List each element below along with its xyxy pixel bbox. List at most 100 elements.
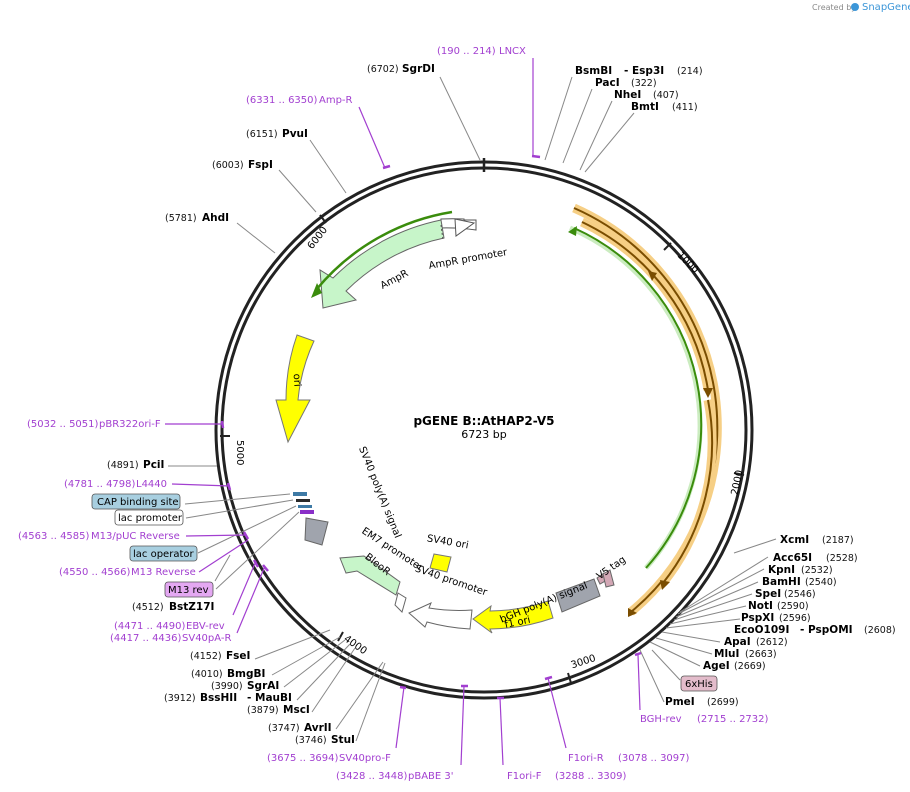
orf-c-head	[648, 271, 657, 281]
primer-ampr[interactable]: Amp-R	[319, 95, 353, 106]
enz-pos-psppomi: (2608)	[864, 625, 896, 636]
enz-ecoo109i[interactable]: EcoO109I	[734, 624, 789, 636]
primer-range-bghrev: (2715 .. 2732)	[697, 714, 769, 725]
orf-b-line[interactable]	[662, 399, 714, 584]
enz-bmti[interactable]: BmtI	[631, 101, 659, 113]
sv40-polya-label: SV40 poly(A) signal	[356, 445, 403, 540]
his-tag-label: 6xHis	[685, 679, 713, 690]
enz-paci[interactable]: PacI	[595, 77, 620, 89]
boxed-feature-labels: CAP binding site lac promoter lac operat…	[91, 493, 718, 692]
primer-ebv[interactable]: EBV-rev	[186, 621, 225, 632]
enz-ahdi[interactable]: AhdI	[202, 212, 229, 224]
primer-pbr322[interactable]: pBR322ori-F	[99, 419, 161, 430]
credit-text: Created by	[812, 3, 856, 12]
enz-acc65i[interactable]: Acc65I	[773, 552, 812, 564]
green-orf-head	[568, 226, 577, 236]
his-tag-leader	[651, 649, 681, 681]
ori-arrow[interactable]	[275, 334, 315, 444]
primer-m13rev[interactable]: M13 Reverse	[131, 567, 196, 578]
primer-lncx[interactable]: LNCX	[499, 46, 526, 57]
enz-bstz17i[interactable]: BstZ17I	[169, 601, 214, 613]
enz-pspxi[interactable]: PspXI	[741, 612, 774, 624]
tick-3000-mark	[567, 672, 572, 684]
enz-fspi[interactable]: FspI	[248, 159, 273, 171]
enz-nhei[interactable]: NheI	[614, 89, 641, 101]
orf-a-head	[703, 388, 713, 398]
enz-stui[interactable]: StuI	[331, 734, 355, 746]
primer-sv40pro[interactable]: SV40pro-F	[339, 753, 391, 764]
primer-range-l4440: (4781 .. 4798)	[64, 479, 136, 490]
lac-promoter-box[interactable]	[114, 509, 184, 526]
his-tag-box[interactable]	[680, 675, 718, 692]
lac-operator-box[interactable]	[129, 545, 198, 562]
primer-range-ebv: (4471 .. 4490)	[114, 621, 186, 632]
enz-xcmi[interactable]: XcmI	[780, 534, 809, 546]
ampr-divider	[440, 224, 444, 241]
tick-1000-mark	[663, 242, 672, 251]
enz-msci[interactable]: MscI	[283, 704, 310, 716]
em7-promoter-arrow[interactable]	[394, 592, 407, 613]
enz-pos-paci: (322)	[631, 78, 657, 89]
primer-f1orif[interactable]: F1ori-F	[507, 771, 542, 782]
cap-site-box[interactable]	[91, 493, 181, 510]
primer-f1orir[interactable]: F1ori-R	[568, 753, 604, 764]
bgh-polya-box[interactable]	[555, 578, 601, 613]
lac-promoter-mark	[296, 499, 310, 502]
enz-pos-sgrai: (3990)	[211, 681, 243, 692]
snapgene-logo-icon	[851, 3, 859, 11]
ampr-arrow[interactable]	[319, 219, 445, 309]
sv40-ori-box[interactable]	[429, 553, 452, 573]
green-orf-line[interactable]	[573, 227, 703, 569]
enz-maubi[interactable]: - MauBI	[247, 692, 292, 704]
primer-sv40pa[interactable]: SV40pA-R	[182, 633, 231, 644]
f1-ori-arrow[interactable]	[472, 600, 554, 634]
enz-pos-noti: (2590)	[777, 601, 809, 612]
bleor-arrow[interactable]	[339, 555, 401, 596]
primer-bghrev[interactable]: BGH-rev	[640, 714, 682, 725]
enz-avrii[interactable]: AvrII	[304, 722, 332, 734]
m13-rev-box[interactable]	[164, 581, 214, 598]
enz-pos-pspxi: (2596)	[779, 613, 811, 624]
enz-pos-msci: (3879)	[247, 705, 279, 716]
enz-spei[interactable]: SpeI	[755, 588, 781, 600]
sv40-polya-box[interactable]	[304, 517, 329, 546]
enz-bsshii[interactable]: BssHII	[200, 692, 237, 704]
tick-4000-mark	[337, 631, 344, 642]
orf-a-line[interactable]	[581, 221, 709, 391]
enz-kpni[interactable]: KpnI	[768, 564, 795, 576]
backbone	[214, 158, 754, 700]
enz-noti[interactable]: NotI	[748, 600, 773, 612]
sv40-promoter-label: SV40 promoter	[413, 563, 489, 598]
enz-esp3i[interactable]: - Esp3I	[624, 65, 664, 77]
plasmid-name: pGENE B::AtHAP2-V5	[413, 414, 554, 428]
enz-pos-kpni: (2532)	[801, 565, 833, 576]
sv40-promoter-arrow[interactable]	[408, 602, 473, 630]
enz-bamhi[interactable]: BamHI	[762, 576, 801, 588]
enz-bmgbi[interactable]: BmgBI	[227, 668, 265, 680]
primer-range-lncx: (190 .. 214)	[437, 46, 496, 57]
ori-label: ori	[291, 373, 303, 387]
enz-psppomi[interactable]: - PspOMI	[800, 624, 853, 636]
enz-pos-bmti: (411)	[672, 102, 698, 113]
f1-ori-label: f1 ori	[504, 615, 532, 631]
ampr-label: AmpR	[379, 268, 411, 292]
tick-6000-mark	[319, 214, 327, 224]
enz-mlui[interactable]: MluI	[714, 648, 739, 660]
lac-promoter-label: lac promoter	[118, 513, 183, 524]
enz-pcii[interactable]: PciI	[143, 459, 164, 471]
primer-pbabe[interactable]: pBABE 3'	[408, 771, 454, 782]
ampr-promoter-label: AmpR promoter	[428, 247, 509, 272]
enz-sgrdi[interactable]: SgrDI	[402, 63, 435, 75]
enz-bsmbi[interactable]: BsmBI	[575, 65, 612, 77]
primer-m13puc[interactable]: M13/pUC Reverse	[91, 531, 180, 542]
primer-l4440[interactable]: L4440	[136, 479, 167, 490]
enz-pos-apai: (2612)	[756, 637, 788, 648]
enz-fsei[interactable]: FseI	[226, 650, 250, 662]
enz-sgrai[interactable]: SgrAI	[247, 680, 279, 692]
m13-rev-label: M13 rev	[168, 585, 209, 596]
enz-pvui[interactable]: PvuI	[282, 128, 308, 140]
enz-pmei[interactable]: PmeI	[665, 696, 695, 708]
enz-pos-bamhi: (2540)	[805, 577, 837, 588]
enz-agei[interactable]: AgeI	[703, 660, 730, 672]
enz-apai[interactable]: ApaI	[724, 636, 751, 648]
